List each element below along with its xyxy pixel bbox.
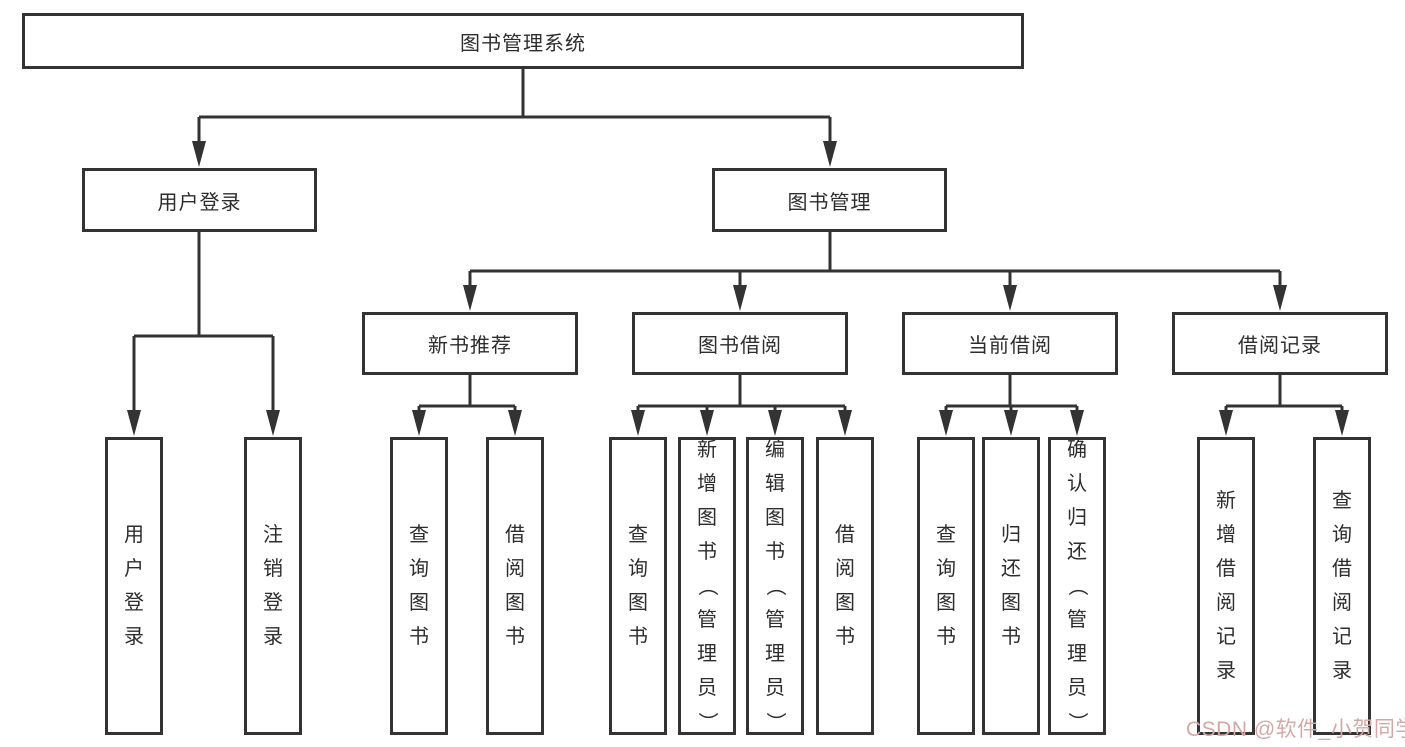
- leaf-query-book-2-label: 查询图书: [628, 524, 648, 648]
- leaf-confirm-return-admin-label: 确认归还（管理员）: [1066, 439, 1088, 732]
- node-new-book-recommend-label: 新书推荐: [428, 335, 512, 357]
- leaf-borrow-book-2-label: 借阅图书: [835, 524, 855, 648]
- leaf-confirm-return-admin: 确认归还（管理员）: [1048, 437, 1106, 735]
- leaf-query-book-1: 查询图书: [390, 437, 448, 735]
- watermark-text: CSDN @软件_小贺同学: [1186, 718, 1405, 741]
- leaf-logout: 注销登录: [244, 437, 302, 735]
- leaf-add-book-admin-label: 新增图书（管理员）: [696, 439, 718, 732]
- node-current-borrow-label: 当前借阅: [968, 335, 1052, 357]
- leaf-add-borrow-record: 新增借阅记录: [1197, 437, 1255, 735]
- leaf-add-borrow-record-label: 新增借阅记录: [1216, 490, 1236, 682]
- node-book-management: 图书管理: [712, 168, 947, 232]
- node-root-system: 图书管理系统: [22, 13, 1024, 69]
- leaf-user-login: 用户登录: [105, 437, 163, 735]
- leaf-logout-label: 注销登录: [263, 524, 283, 648]
- arrowheads: [127, 141, 1349, 436]
- node-book-borrow: 图书借阅: [632, 312, 848, 375]
- leaf-return-book: 归还图书: [982, 437, 1040, 735]
- node-current-borrow: 当前借阅: [902, 312, 1118, 375]
- node-book-borrow-label: 图书借阅: [698, 335, 782, 357]
- leaf-edit-book-admin: 编辑图书（管理员）: [746, 437, 804, 735]
- leaf-return-book-label: 归还图书: [1001, 524, 1021, 648]
- leaf-query-book-2: 查询图书: [609, 437, 667, 735]
- node-user-login-label: 用户登录: [157, 191, 242, 214]
- node-borrow-records-label: 借阅记录: [1238, 335, 1322, 357]
- leaf-borrow-book-1: 借阅图书: [486, 437, 544, 735]
- leaf-add-book-admin: 新增图书（管理员）: [678, 437, 736, 735]
- node-borrow-records: 借阅记录: [1172, 312, 1388, 375]
- leaf-edit-book-admin-label: 编辑图书（管理员）: [764, 439, 786, 732]
- leaf-query-book-1-label: 查询图书: [409, 524, 429, 648]
- leaf-borrow-book-2: 借阅图书: [816, 437, 874, 735]
- node-new-book-recommend: 新书推荐: [362, 312, 578, 375]
- leaf-query-book-3-label: 查询图书: [936, 524, 956, 648]
- leaf-query-borrow-record-label: 查询借阅记录: [1332, 490, 1352, 682]
- leaf-user-login-label: 用户登录: [124, 524, 144, 648]
- leaf-query-book-3: 查询图书: [917, 437, 975, 735]
- node-root-label: 图书管理系统: [460, 32, 586, 55]
- leaf-borrow-book-1-label: 借阅图书: [505, 524, 525, 648]
- leaf-query-borrow-record: 查询借阅记录: [1313, 437, 1371, 735]
- node-book-management-label: 图书管理: [787, 191, 872, 214]
- node-user-login: 用户登录: [82, 168, 317, 232]
